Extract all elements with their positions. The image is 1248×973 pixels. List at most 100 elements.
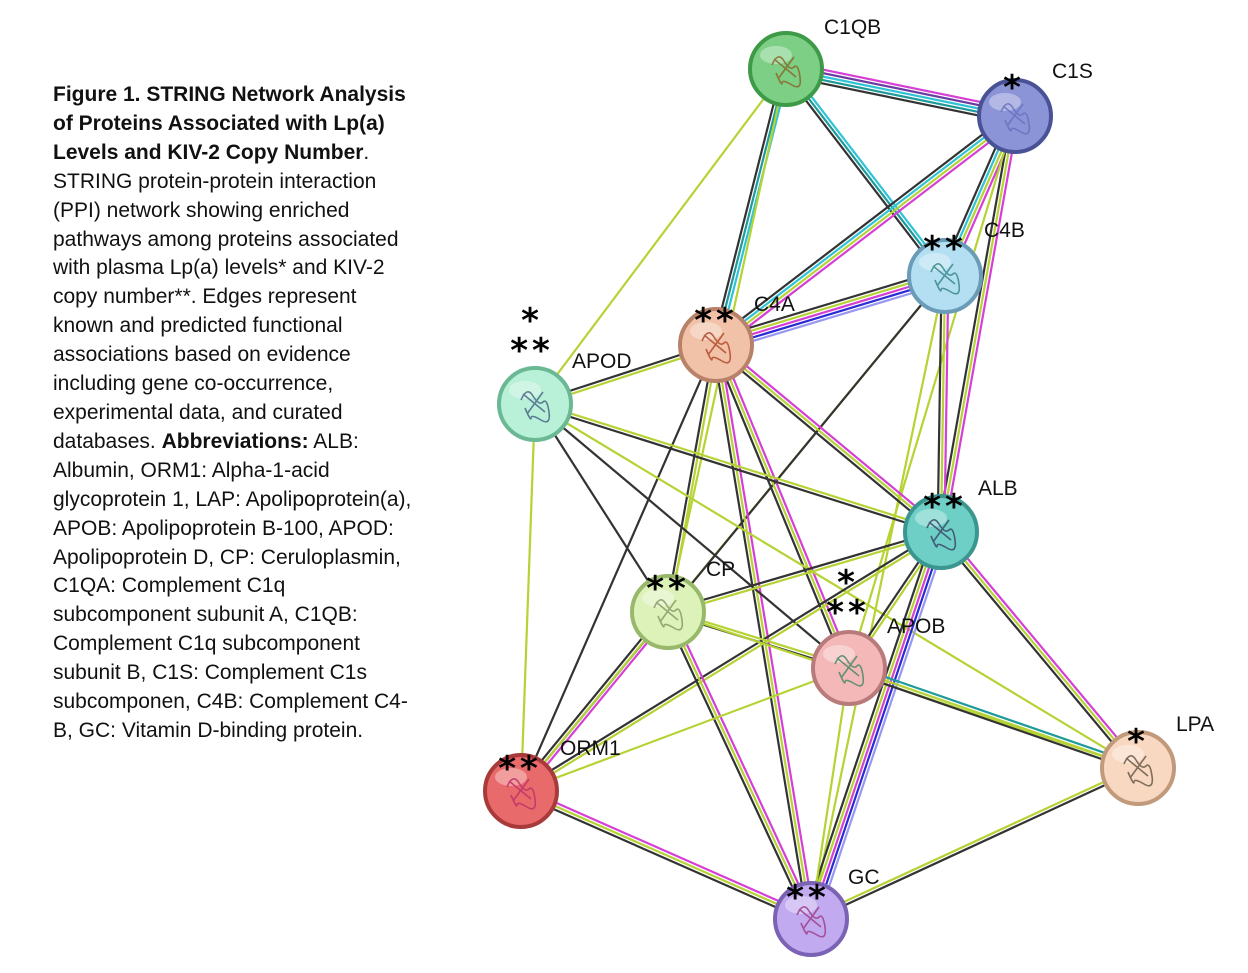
edge-line-cyan	[714, 113, 1015, 345]
edge-line-magenta	[942, 529, 1142, 767]
edge-line-magenta	[522, 613, 672, 794]
node-gc[interactable]: GC**	[773, 866, 880, 957]
edge-line-magenta	[715, 274, 946, 347]
protein-structure-icon	[701, 332, 732, 364]
edge-apod-orm1	[519, 403, 537, 792]
protein-structure-icon	[796, 906, 827, 938]
caption-abbreviations: ALB: Albumin, ORM1: Alpha-1-acid glycopr…	[53, 429, 412, 742]
edge-apod-cp	[534, 403, 669, 613]
node-lpa[interactable]: LPA *	[1100, 713, 1214, 806]
node-apod[interactable]: APOD***	[497, 301, 632, 442]
edge-line-magenta	[943, 116, 1020, 533]
edge-c1qb-apod	[534, 68, 787, 405]
node-c1qb[interactable]: C1QB	[748, 16, 881, 107]
protein-structure-icon	[930, 263, 961, 295]
protein-structure-icon	[520, 391, 551, 423]
node-label-c1qb: C1QB	[824, 16, 881, 39]
edge-line-lime	[535, 401, 942, 532]
edge-line-lime	[939, 275, 947, 533]
node-highlight	[1112, 745, 1144, 763]
edge-line-lime	[806, 530, 939, 919]
node-highlight	[919, 253, 951, 271]
edge-c1s-c4a	[712, 111, 1019, 350]
node-c1s[interactable]: C1S*	[977, 60, 1093, 154]
edge-apob-lpa	[847, 663, 1140, 773]
node-label-cp: CP	[706, 558, 735, 581]
node-orm1[interactable]: ORM1**	[483, 737, 621, 829]
edge-c4a-gc	[711, 344, 816, 920]
edge-line-dark	[519, 344, 718, 792]
edge-line-dark	[713, 268, 944, 340]
edge-line-dark	[519, 793, 811, 924]
edge-line-lime	[809, 765, 1138, 919]
edge-line-lilac	[717, 281, 948, 353]
edge-line-dark	[936, 275, 943, 532]
significance-marker: *	[1127, 722, 1149, 762]
edge-orm1-gc	[519, 786, 813, 924]
significance-marker: **	[510, 331, 554, 371]
edge-apob-gc	[809, 667, 851, 920]
node-label-c1s: C1S	[1052, 60, 1093, 83]
protein-structure-icon	[926, 519, 957, 551]
significance-marker: **	[923, 229, 967, 269]
node-cp[interactable]: CP **	[630, 558, 735, 650]
nodes-layer: C1QBC1S*C4B**C4A**APOD***ALB**CP**APOB**…	[483, 16, 1214, 957]
node-highlight	[785, 896, 817, 914]
node-highlight	[509, 381, 541, 399]
node-c4b[interactable]: C4B **	[907, 219, 1025, 314]
edge-line-lime	[714, 344, 813, 920]
node-c4a[interactable]: C4A**	[678, 293, 795, 383]
edge-line-lilac	[816, 533, 949, 922]
edge-apob-orm1	[520, 666, 850, 793]
edge-line-magenta	[521, 786, 813, 917]
protein-structure-icon	[834, 655, 865, 687]
edge-apod-lpa	[534, 403, 1139, 769]
edge-line-dark	[711, 67, 784, 345]
node-highlight	[915, 509, 947, 527]
edge-line-lime	[715, 344, 942, 533]
edge-line-magenta	[809, 531, 943, 920]
edge-line-dark	[663, 612, 809, 921]
edge-line-magenta	[718, 343, 854, 668]
node-highlight	[760, 46, 792, 64]
significance-marker: **	[786, 878, 830, 918]
edge-line-lime	[847, 115, 1017, 669]
edge-line-teal	[785, 68, 946, 277]
caption-title: Figure 1. STRING Network Analysis of Pro…	[53, 83, 406, 164]
edge-c4a-orm1	[519, 344, 718, 792]
edge-alb-lpa	[937, 529, 1142, 771]
edge-line-teal	[785, 71, 1015, 121]
node-apob[interactable]: APOB***	[811, 563, 945, 706]
edge-line-cyan	[787, 66, 949, 275]
edge-line-lime	[667, 611, 812, 920]
node-label-c4b: C4B	[984, 219, 1025, 242]
edge-line-cyan	[718, 69, 791, 347]
edge-line-magenta	[718, 119, 1019, 350]
edge-line-dark	[667, 529, 941, 612]
significance-marker: **	[923, 487, 967, 527]
edge-line-dark	[711, 345, 809, 920]
node-highlight	[495, 768, 527, 786]
protein-structure-icon	[771, 56, 802, 88]
edge-c1qb-c4b	[782, 66, 949, 279]
protein-structure-icon	[1000, 103, 1031, 135]
node-label-lpa: LPA	[1176, 713, 1214, 736]
edge-line-lime	[668, 345, 719, 613]
edge-line-dark	[519, 529, 941, 791]
edge-cp-orm1	[517, 609, 672, 794]
edge-line-dark	[784, 74, 1014, 124]
node-highlight	[989, 93, 1021, 111]
edge-c4a-cp	[665, 344, 719, 613]
significance-marker: **	[646, 569, 690, 609]
edge-line-blue	[716, 278, 947, 350]
edge-line-teal	[849, 663, 1140, 766]
edge-line-magenta	[717, 341, 944, 531]
edge-line-cyan	[785, 67, 1016, 118]
edge-c4a-apob	[711, 343, 854, 670]
edge-line-lime	[520, 611, 669, 792]
edge-line-dark	[534, 404, 941, 535]
node-alb[interactable]: ALB**	[903, 477, 1018, 570]
edge-cp-gc	[663, 610, 816, 921]
edge-c1qb-c1s	[784, 61, 1017, 124]
edge-line-dark	[711, 345, 847, 670]
